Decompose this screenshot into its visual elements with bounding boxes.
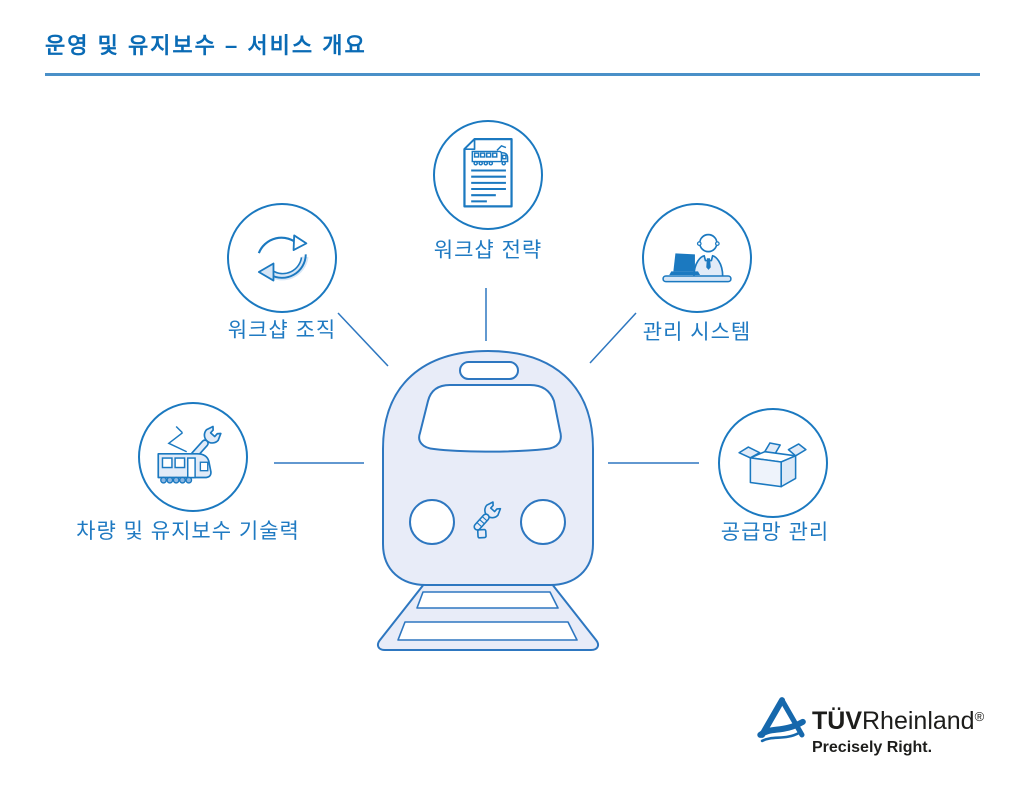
logo-brand-regular: Rheinland bbox=[862, 707, 975, 735]
logo-tagline: Precisely Right. bbox=[812, 739, 933, 756]
node-workshop-organization bbox=[227, 203, 337, 313]
connector-upper-left bbox=[337, 312, 389, 367]
logo-text: TÜVRheinland® Precisely Right. bbox=[812, 704, 984, 757]
tuv-triangle-icon bbox=[757, 697, 806, 743]
node-supply-chain bbox=[718, 408, 828, 518]
document-icon bbox=[463, 138, 513, 208]
node-workshop-strategy bbox=[433, 120, 543, 230]
train-headlight-right bbox=[520, 499, 566, 545]
node-label-workshop-strategy: 워크샵 전략 bbox=[433, 239, 543, 262]
train-windshield bbox=[418, 384, 562, 453]
node-label-supply-chain: 공급망 관리 bbox=[720, 521, 830, 544]
page-title: 운영 및 유지보수 – 서비스 개요 bbox=[45, 33, 367, 58]
node-management-system bbox=[642, 203, 752, 313]
connector-upper-right bbox=[589, 312, 637, 364]
node-label-vehicle-maintenance: 차량 및 유지보수 기술력 bbox=[76, 520, 300, 543]
train-wrench-icon bbox=[157, 425, 222, 484]
cycle-arrows-icon bbox=[257, 234, 309, 282]
title-divider bbox=[45, 73, 980, 76]
train-front-icon bbox=[376, 349, 600, 651]
train-sign bbox=[459, 361, 519, 380]
open-box-icon bbox=[738, 442, 807, 488]
tuv-rheinland-logo: TÜVRheinland® Precisely Right. bbox=[756, 690, 996, 770]
node-vehicle-maintenance bbox=[138, 402, 248, 512]
person-desk-icon bbox=[662, 233, 732, 283]
node-label-workshop-organization: 워크샵 조직 bbox=[227, 319, 337, 342]
registered-mark: ® bbox=[974, 709, 985, 724]
train-headlight-left bbox=[409, 499, 455, 545]
wrench-icon bbox=[473, 501, 502, 539]
node-label-management-system: 관리 시스템 bbox=[642, 321, 752, 344]
logo-brand-bold: TÜV bbox=[812, 707, 862, 735]
